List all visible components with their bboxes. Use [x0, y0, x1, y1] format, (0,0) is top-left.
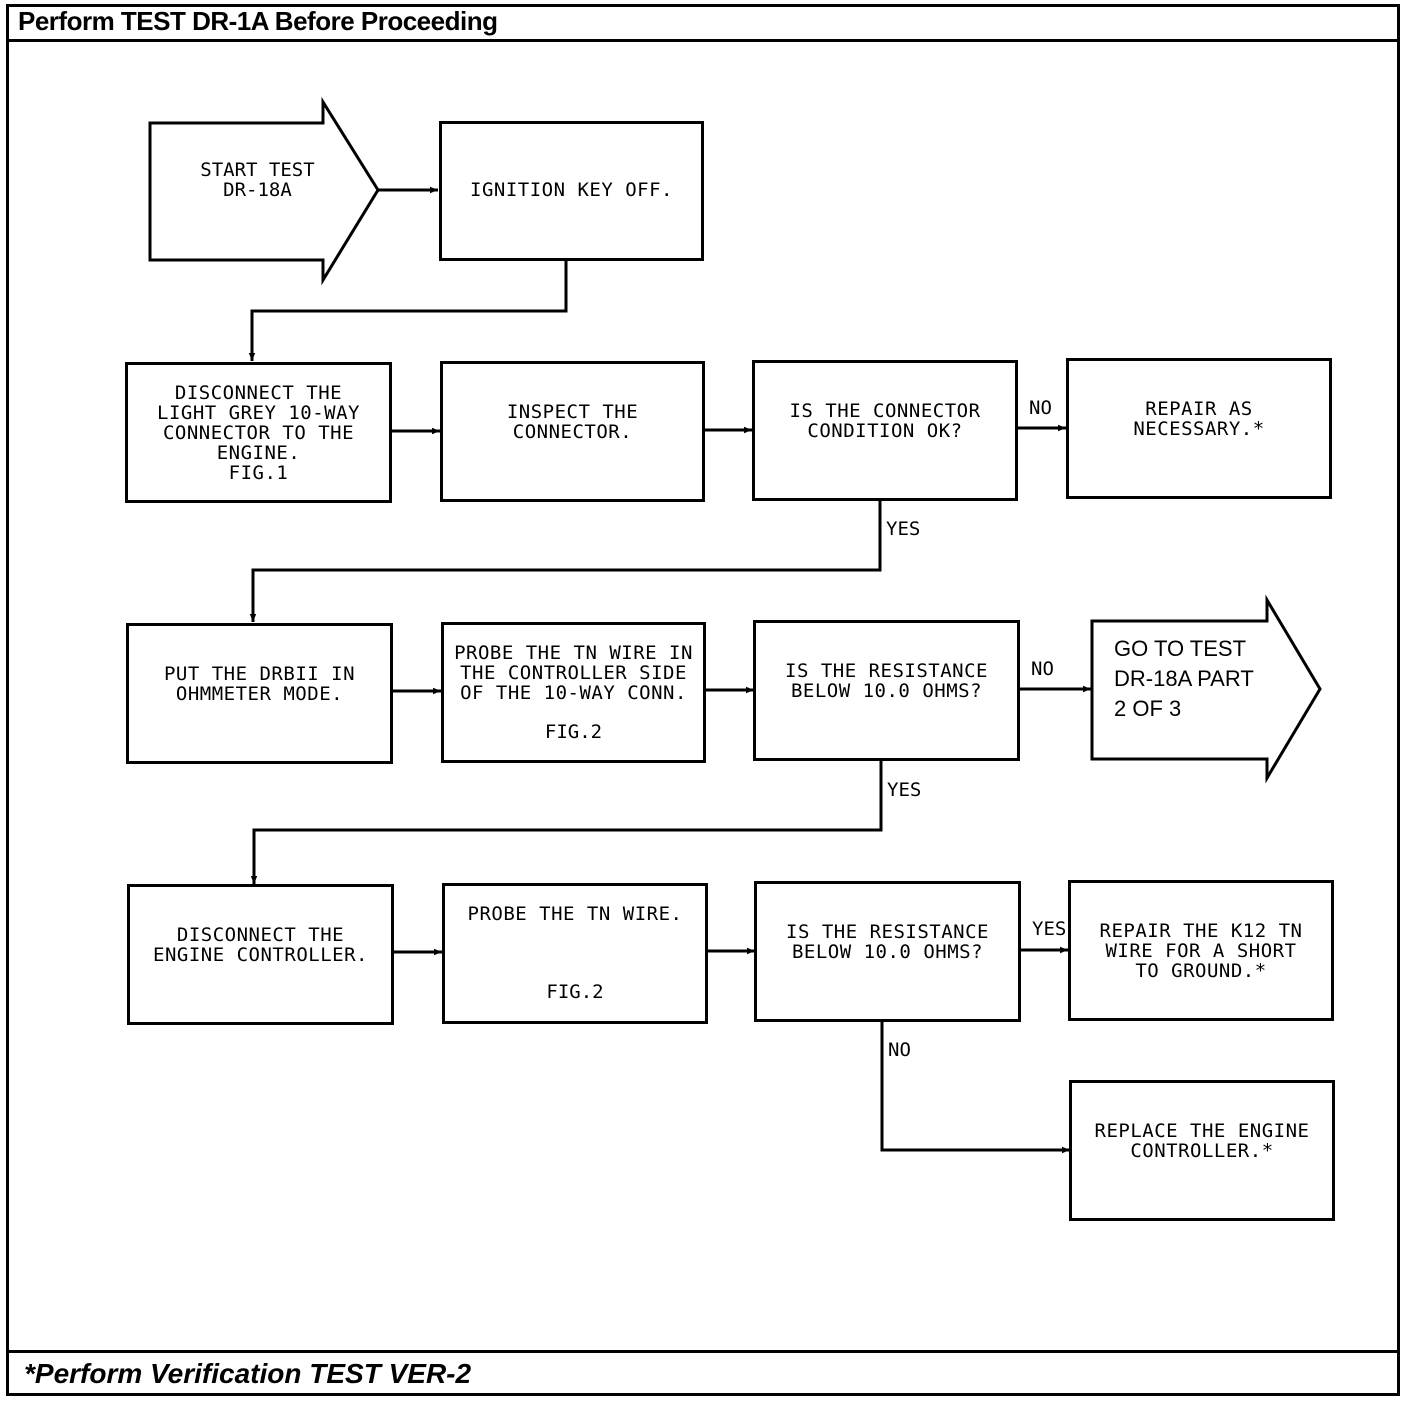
start-test-label: START TEST DR-18A: [200, 159, 315, 201]
connector-condition-decision: IS THE CONNECTOR CONDITION OK?: [752, 360, 1018, 501]
edge-label-no-3: NO: [888, 1039, 911, 1061]
edge-ignition-disconnect: [248, 260, 568, 361]
verification-note: *Perform Verification TEST VER-2: [6, 1350, 1400, 1396]
edge-label-yes-3: YES: [1032, 918, 1067, 940]
edge-label-no-1: NO: [1029, 397, 1052, 419]
edge-label-no-2: NO: [1031, 658, 1054, 680]
ignition-key-off-step: IGNITION KEY OFF.: [439, 121, 704, 261]
replace-controller-step: REPLACE THE ENGINE CONTROLLER.*: [1069, 1080, 1335, 1221]
resistance-decision-1: IS THE RESISTANCE BELOW 10.0 OHMS?: [753, 620, 1020, 761]
diagram-frame: [6, 4, 1400, 1396]
ohmmeter-mode-step: PUT THE DRBII IN OHMMETER MODE.: [126, 623, 393, 764]
page-title: Perform TEST DR-1A Before Proceeding: [6, 4, 1400, 42]
goto-arrow-shape: [1090, 594, 1322, 784]
resistance-decision-2: IS THE RESISTANCE BELOW 10.0 OHMS?: [754, 881, 1021, 1022]
disconnect-connector-step: DISCONNECT THE LIGHT GREY 10-WAY CONNECT…: [125, 362, 392, 503]
edge-resistance1-yes: [250, 760, 883, 884]
edge-question1-yes: [249, 500, 882, 622]
goto-test-label: GO TO TEST DR-18A PART 2 OF 3: [1114, 636, 1254, 721]
probe-controller-side-fig: FIG.2: [544, 721, 603, 743]
start-arrow-shape: [148, 96, 380, 286]
probe-tn-wire-fig: FIG.2: [546, 981, 604, 1003]
probe-tn-wire-text: PROBE THE TN WIRE.: [467, 903, 683, 925]
disconnect-controller-step: DISCONNECT THE ENGINE CONTROLLER.: [127, 884, 394, 1025]
edge-label-yes-2: YES: [887, 779, 922, 801]
probe-controller-side-step: PROBE THE TN WIRE IN THE CONTROLLER SIDE…: [441, 622, 706, 763]
inspect-connector-step: INSPECT THE CONNECTOR.: [440, 361, 705, 502]
edge-resistance2-no: [880, 1021, 1070, 1154]
probe-tn-wire-step: PROBE THE TN WIRE.: [442, 883, 708, 1024]
probe-controller-side-text: PROBE THE TN WIRE IN THE CONTROLLER SIDE…: [454, 642, 693, 704]
repair-k12-wire-step: REPAIR THE K12 TN WIRE FOR A SHORT TO GR…: [1068, 880, 1334, 1021]
edge-label-yes-1: YES: [886, 518, 921, 540]
repair-as-necessary-step: REPAIR AS NECESSARY.*: [1066, 358, 1332, 499]
